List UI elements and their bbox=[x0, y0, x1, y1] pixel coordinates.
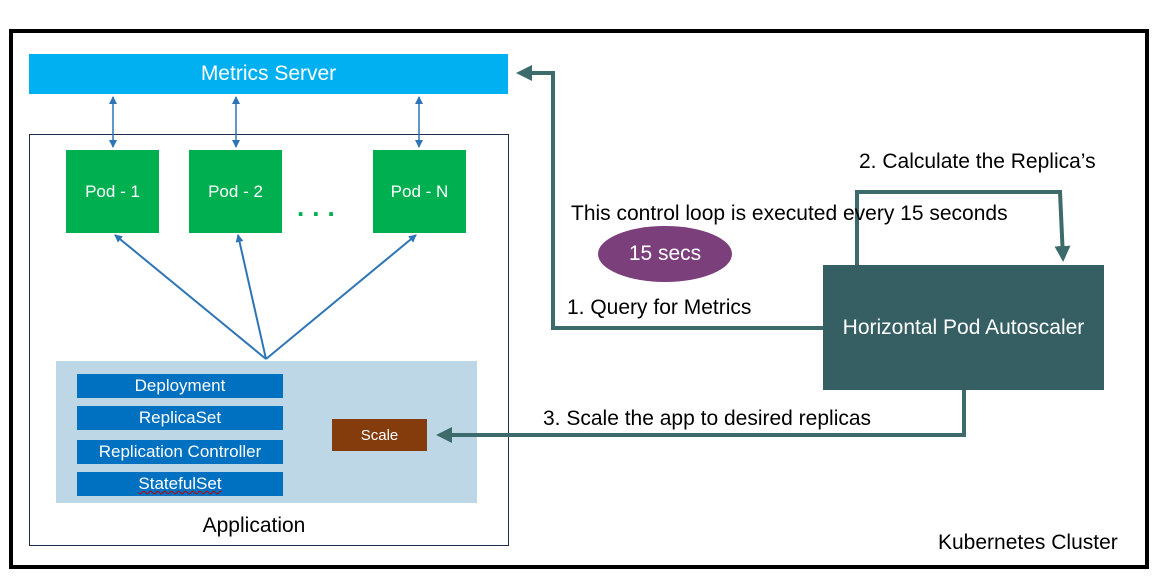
pod-1-label: Pod - 1 bbox=[85, 181, 140, 201]
step-2-label: 2. Calculate the Replica’s bbox=[859, 150, 1096, 173]
application-label: Application bbox=[202, 514, 306, 537]
step-3-label: 3. Scale the app to desired replicas bbox=[543, 407, 872, 430]
horizontal-pod-autoscaler-box: Horizontal Pod Autoscaler bbox=[823, 265, 1104, 390]
pod-2-box: Pod - 2 bbox=[189, 150, 282, 233]
scale-app-arrow bbox=[436, 390, 966, 443]
metrics-server-label: Metrics Server bbox=[200, 62, 337, 85]
deployment-label: Deployment bbox=[134, 376, 226, 395]
replication-controller-box: Replication Controller bbox=[77, 440, 283, 464]
scale-label: Scale bbox=[360, 426, 399, 444]
application-frame bbox=[29, 134, 509, 546]
replication-controller-label: Replication Controller bbox=[98, 442, 262, 461]
metrics-server-box: Metrics Server bbox=[29, 54, 508, 94]
timer-label: 15 secs bbox=[628, 242, 702, 265]
statefulset-label: StatefulSet bbox=[138, 474, 222, 493]
query-metrics-arrow bbox=[516, 65, 823, 330]
controller-to-pod-2-arrow bbox=[235, 234, 267, 360]
replicaset-box: ReplicaSet bbox=[77, 406, 283, 430]
pod-n-box: Pod - N bbox=[373, 150, 466, 233]
controller-to-pod-1-arrow bbox=[114, 234, 267, 360]
control-loop-note: This control loop is executed every 15 s… bbox=[571, 202, 1008, 225]
controller-to-pod-n-arrow bbox=[265, 234, 417, 360]
calculate-replicas-loop-arrow bbox=[855, 190, 1071, 265]
kubernetes-cluster-frame bbox=[9, 29, 1149, 569]
step-1-label: 1. Query for Metrics bbox=[567, 296, 752, 319]
statefulset-box: StatefulSet bbox=[77, 472, 283, 496]
kubernetes-cluster-label: Kubernetes Cluster bbox=[938, 531, 1118, 554]
pod-1-box: Pod - 1 bbox=[66, 150, 159, 233]
hpa-label: Horizontal Pod Autoscaler bbox=[842, 315, 1085, 339]
pod-ellipsis: ... bbox=[297, 192, 343, 222]
replicaset-label: ReplicaSet bbox=[138, 408, 222, 427]
pod-2-label: Pod - 2 bbox=[208, 181, 263, 201]
scale-box: Scale bbox=[332, 419, 427, 451]
timer-ellipse: 15 secs bbox=[598, 226, 732, 282]
pod-n-label: Pod - N bbox=[390, 181, 449, 201]
deployment-box: Deployment bbox=[77, 374, 283, 398]
